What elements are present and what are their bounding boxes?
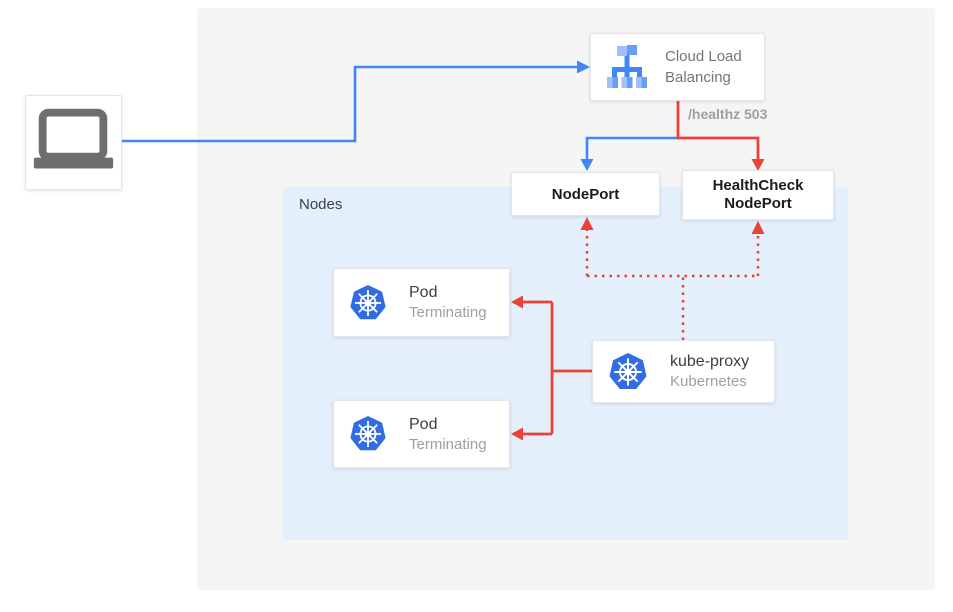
clb-label-line1: Cloud Load [665,48,742,65]
cloud-load-balancing-label: Cloud Load Balancing [665,46,742,88]
kube-proxy-subtitle: Kubernetes [670,373,747,390]
nodeport-node: NodePort [511,172,660,216]
cloud-load-balancing-icon [607,45,647,88]
laptop-icon [33,108,114,169]
clb-label-line2: Balancing [665,69,731,86]
pod-terminating-node-1: Pod Terminating [333,268,510,337]
pod-terminating-node-2: Pod Terminating [333,400,510,468]
nodeport-label: NodePort [551,185,620,203]
healthz-status-label: /healthz 503 [688,106,768,122]
healthcheck-nodeport-label: HealthCheck NodePort [713,177,804,213]
kubernetes-icon [350,284,386,319]
pod-status: Terminating [409,304,487,321]
pod-title: Pod [409,284,438,301]
hc-label-line2: NodePort [724,195,792,212]
pod-title: Pod [409,415,438,433]
kubernetes-icon [350,416,386,451]
kube-proxy-title: kube-proxy [670,353,750,370]
nodes-panel-label: Nodes [299,196,343,213]
hc-label-line1: HealthCheck [712,177,804,194]
client-node [25,95,122,190]
kube-proxy-node: kube-proxy Kubernetes [592,340,775,403]
kubernetes-icon [609,352,647,389]
cloud-load-balancing-node: Cloud Load Balancing [590,33,765,101]
healthcheck-nodeport-node: HealthCheck NodePort [682,170,834,220]
pod-status: Terminating [409,435,487,453]
